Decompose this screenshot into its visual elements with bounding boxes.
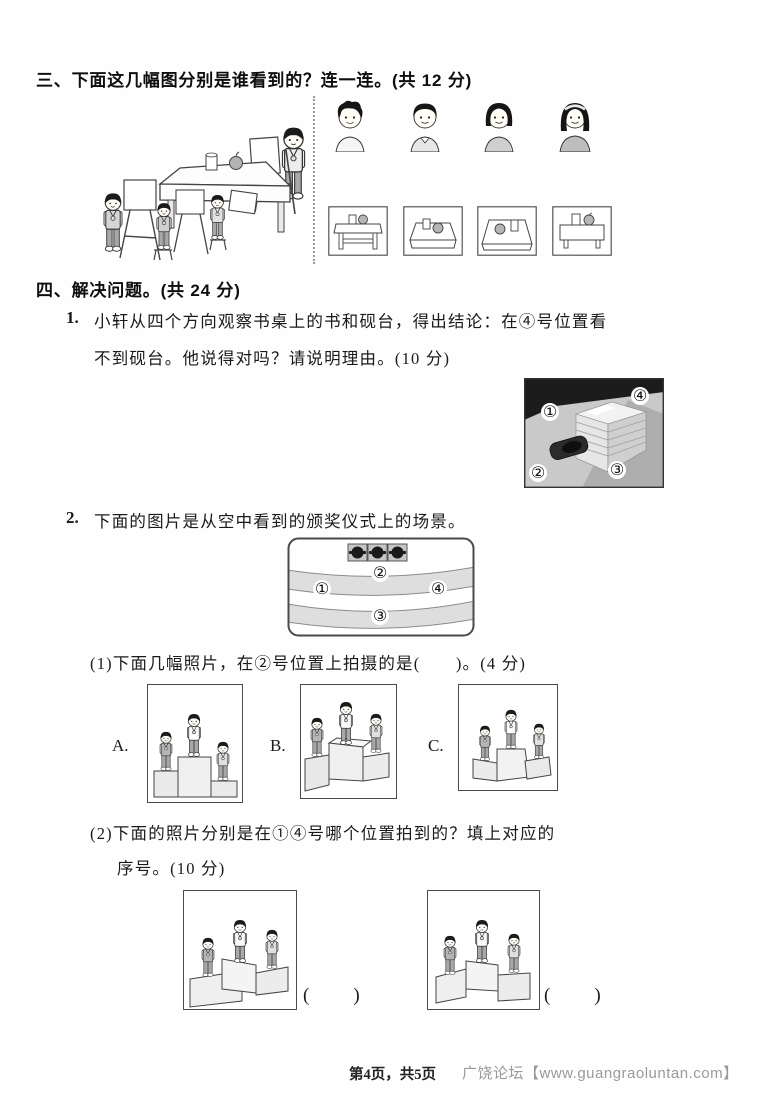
photo-position-2-badge: ② xyxy=(529,463,547,482)
desk-photo-image xyxy=(524,378,664,488)
option-c-label: C. xyxy=(428,736,444,755)
table-view-front-cloth xyxy=(552,206,612,256)
podium-photo-b xyxy=(300,684,397,799)
photo-position-4-badge: ④ xyxy=(631,386,649,405)
desk-photo: ① ② ③ ④ xyxy=(524,378,664,488)
diagram-position-1-badge: ① xyxy=(313,579,331,598)
portraits-row xyxy=(332,100,594,152)
answer-blank-right: ( ) xyxy=(544,985,603,1006)
podium-heads-top-view xyxy=(347,543,408,562)
podium-photo-left xyxy=(183,890,297,1010)
q2-sub1-text: (1)下面几幅照片，在②号位置上拍摄的是( )。(4 分) xyxy=(90,654,527,673)
q2-sub2-line1: (2)下面的照片分别是在①④号哪个位置拍到的？填上对应的 xyxy=(90,824,556,843)
q1-text-line2: 不到砚台。他说得对吗？请说明理由。(10 分) xyxy=(94,349,451,368)
table-views-row xyxy=(328,206,612,256)
portrait-girl-headband xyxy=(559,103,591,152)
easel-scene-illustration xyxy=(103,126,306,261)
q1-text-line1: 小轩从四个方向观察书桌上的书和砚台，得出结论：在④号位置看 xyxy=(94,312,608,331)
podium-photo-a xyxy=(147,684,243,803)
portrait-boy-messy-hair xyxy=(335,100,365,152)
section3-heading: 三、下面这几幅图分别是谁看到的？连一连。(共 12 分) xyxy=(36,71,473,90)
option-a-label: A. xyxy=(112,736,129,755)
podium-photo-right xyxy=(427,890,540,1010)
q1-number: 1. xyxy=(66,308,79,327)
aerial-view-diagram: ① ② ③ ④ xyxy=(287,537,475,637)
answer-blank-left: ( ) xyxy=(303,985,362,1006)
diagram-position-4-badge: ④ xyxy=(429,579,447,598)
photo-position-3-badge: ③ xyxy=(608,460,626,479)
q2-sub2-line2: 序号。(10 分) xyxy=(117,859,226,878)
option-b-label: B. xyxy=(270,736,286,755)
table-view-front-with-legs xyxy=(328,206,388,256)
footer-page-number: 第4页，共5页 xyxy=(349,1067,436,1083)
portrait-girl-bob-hair xyxy=(484,103,514,152)
table-view-angled-cup-left xyxy=(402,206,463,256)
section4-heading: 四、解决问题。(共 24 分) xyxy=(36,281,241,300)
q2-number: 2. xyxy=(66,508,79,527)
footer-site-watermark: 广饶论坛【www.guangraoluntan.com】 xyxy=(462,1065,739,1082)
diagram-position-3-badge: ③ xyxy=(371,606,389,625)
photo-position-1-badge: ① xyxy=(541,402,559,421)
dotted-divider xyxy=(313,96,315,264)
table-view-angled-apple-left xyxy=(477,206,538,256)
q2-intro-text: 下面的图片是从空中看到的颁奖仪式上的场景。 xyxy=(94,512,466,531)
diagram-position-2-badge: ② xyxy=(371,563,389,582)
portrait-boy-bowl-hair xyxy=(410,103,440,152)
podium-photo-c xyxy=(458,684,558,791)
